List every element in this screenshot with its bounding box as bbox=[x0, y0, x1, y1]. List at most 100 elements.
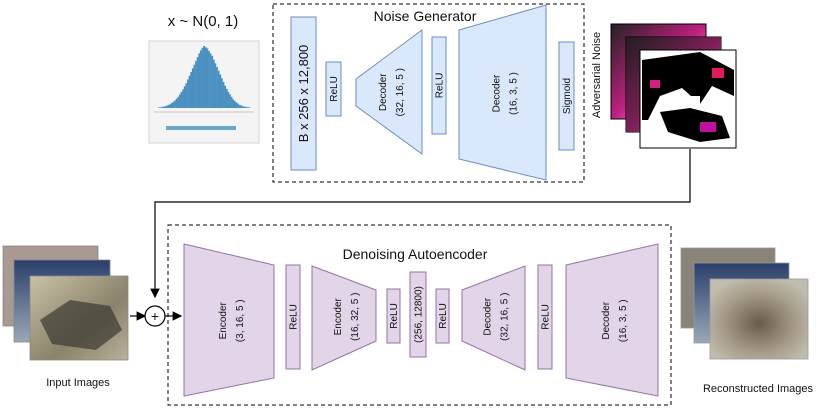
histogram-bar bbox=[222, 81, 225, 108]
autoencoder-layer-trapezoid bbox=[565, 243, 659, 397]
input-images bbox=[2, 245, 129, 361]
noise-generator-box bbox=[272, 3, 585, 183]
generator-layer-label: ReLU bbox=[329, 76, 340, 102]
distribution-label: x ~ N(0, 1) bbox=[168, 13, 238, 30]
histogram-bar bbox=[158, 107, 160, 108]
noise-to-sum-arrow bbox=[150, 149, 691, 299]
autoencoder-layer-4: ReLU bbox=[386, 288, 401, 344]
histogram-bar bbox=[219, 74, 222, 108]
autoencoder-layer-block bbox=[435, 288, 450, 344]
histogram-bar bbox=[180, 91, 183, 108]
histogram-bar bbox=[212, 59, 215, 108]
autoencoder-layer-label: Decoder(32, 16, 5 ) bbox=[483, 293, 511, 341]
histogram-bars bbox=[158, 46, 251, 108]
histogram-bar bbox=[183, 86, 186, 108]
autoencoder-layer-trapezoid bbox=[311, 265, 377, 371]
generator-layer-2: ReLU bbox=[325, 61, 342, 117]
autoencoder-layers: Encoder(3, 16, 5 ) ReLU Encoder(16, 32, 5 … bbox=[183, 243, 659, 397]
generator-layer-4: ReLU bbox=[431, 36, 447, 135]
generator-layer-3: Decoder(32, 16, 5 ) bbox=[355, 29, 423, 155]
autoencoder-box bbox=[167, 224, 672, 406]
generator-layer-label: Sigmoid bbox=[562, 78, 573, 114]
histogram-bar bbox=[182, 89, 185, 108]
histogram-bar bbox=[188, 75, 191, 108]
histogram-bar bbox=[246, 107, 249, 108]
generator-layer-5: Decoder(16, 3, 5 ) bbox=[458, 4, 547, 181]
histogram-bar bbox=[206, 48, 209, 108]
histogram-bar bbox=[225, 88, 228, 108]
histogram-bar bbox=[187, 79, 189, 108]
reconstructed-image-front bbox=[709, 278, 809, 360]
histogram-bar bbox=[245, 106, 247, 108]
histogram-bar bbox=[161, 106, 164, 108]
histogram-bar bbox=[240, 105, 243, 108]
histogram-bar bbox=[191, 68, 194, 108]
input-car-shape bbox=[40, 300, 122, 350]
histogram-bar bbox=[164, 106, 167, 108]
generator-layer-trapezoid bbox=[355, 29, 423, 155]
generator-layer-1: B x 256 x 12,800 bbox=[290, 16, 317, 171]
histogram-bar bbox=[248, 107, 251, 108]
histogram-bar bbox=[169, 104, 172, 108]
autoencoder-layer-8: ReLU bbox=[537, 264, 553, 370]
histogram-bar bbox=[204, 47, 207, 108]
autoencoder-layer-label: ReLU bbox=[541, 304, 552, 330]
histogram-bar bbox=[162, 106, 165, 108]
histogram-bar bbox=[159, 107, 162, 108]
autoencoder-layer-6: ReLU bbox=[435, 288, 450, 344]
histogram-bar bbox=[229, 94, 231, 108]
autoencoder-layer-2: ReLU bbox=[285, 264, 301, 370]
histogram-bar bbox=[235, 102, 238, 108]
generator-layer-trapezoid bbox=[458, 4, 547, 181]
generator-layer-block bbox=[431, 36, 447, 135]
generator-layer-label: Decoder(32, 16, 5 ) bbox=[378, 68, 406, 116]
autoencoder-layer-label: Encoder(16, 32, 5 ) bbox=[333, 293, 361, 341]
generator-layer-block bbox=[325, 61, 342, 117]
histogram-bar bbox=[201, 47, 204, 108]
histogram-chart bbox=[148, 40, 260, 144]
autoencoder-layer-1: Encoder(3, 16, 5 ) bbox=[183, 243, 275, 397]
histogram-bar bbox=[178, 94, 181, 108]
autoencoder-layer-label: ReLU bbox=[289, 304, 300, 330]
input-images-label: Input Images bbox=[46, 377, 110, 389]
histogram-bar bbox=[238, 104, 241, 108]
generator-layer-label: Decoder(16, 3, 5 ) bbox=[492, 72, 520, 115]
histogram-bar bbox=[170, 103, 173, 108]
histogram-bar bbox=[216, 67, 218, 108]
histogram-bar bbox=[233, 101, 236, 108]
histogram-bar bbox=[190, 72, 193, 108]
autoencoder-layer-7: Decoder(32, 16, 5 ) bbox=[461, 265, 526, 371]
histogram-bar bbox=[217, 70, 220, 108]
histogram-bar bbox=[232, 99, 235, 108]
histogram-bar bbox=[230, 96, 233, 108]
autoencoder-layer-label: ReLU bbox=[438, 303, 449, 329]
histogram-bar bbox=[241, 106, 244, 108]
autoencoder-layer-3: Encoder(16, 32, 5 ) bbox=[311, 265, 377, 371]
noise-generator-title: Noise Generator bbox=[374, 8, 477, 24]
histogram-bar bbox=[177, 96, 180, 108]
histogram-bar bbox=[185, 83, 188, 108]
histogram-bar bbox=[193, 64, 196, 108]
autoencoder-layer-5: (256, 12800) bbox=[409, 271, 427, 358]
autoencoder-layer-trapezoid bbox=[183, 243, 275, 397]
histogram-bar bbox=[211, 55, 214, 108]
autoencoder-layer-label: (256, 12800) bbox=[414, 286, 425, 343]
autoencoder-layer-block bbox=[409, 271, 427, 358]
histogram-bar bbox=[237, 103, 239, 108]
reconstructed-images-label: Reconstructed Images bbox=[703, 383, 814, 395]
autoencoder-layer-label: Decoder(16, 3, 5 ) bbox=[601, 299, 629, 342]
histogram-bar bbox=[196, 57, 199, 108]
autoencoder-layer-9: Decoder(16, 3, 5 ) bbox=[565, 243, 659, 397]
histogram-bar bbox=[175, 98, 178, 108]
histogram-bar bbox=[243, 106, 246, 108]
generator-layer-label: ReLU bbox=[435, 73, 446, 99]
noise-generator-layers: B x 256 x 12,800 ReLU Decoder(32, 16, 5 ) R… bbox=[290, 4, 575, 181]
histogram-bar bbox=[203, 46, 206, 108]
generator-layer-label: B x 256 x 12,800 bbox=[296, 45, 311, 143]
reconstructed-images bbox=[680, 247, 809, 360]
histogram-bar bbox=[195, 60, 197, 108]
adversarial-noise-label: Adversarial Noise bbox=[591, 32, 603, 118]
histogram-bar bbox=[208, 50, 210, 108]
histogram-bar bbox=[214, 63, 217, 108]
